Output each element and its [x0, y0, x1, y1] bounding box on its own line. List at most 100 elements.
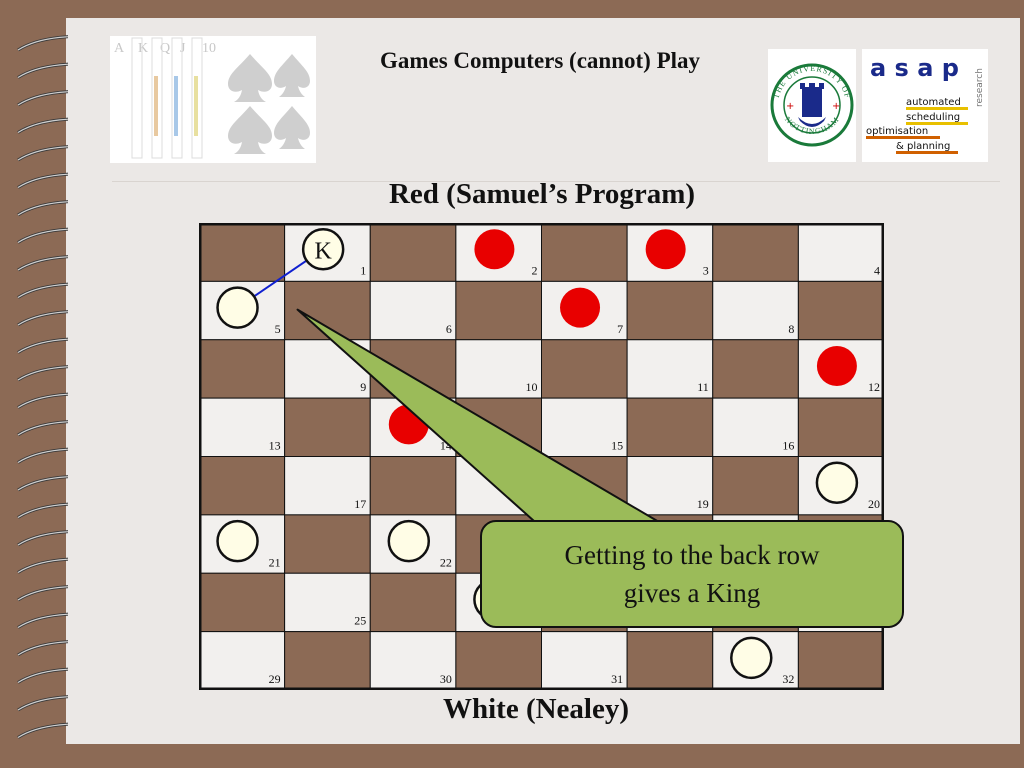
- white-player-label: White (Nealey): [442, 693, 630, 725]
- asap-research-logo: a s a p research automated scheduling op…: [862, 49, 988, 162]
- square-number: 3: [703, 263, 709, 277]
- square-number: 20: [868, 497, 880, 511]
- asap-research-text: research: [975, 68, 985, 107]
- square-number: 6: [446, 322, 452, 336]
- dark-square: [797, 397, 884, 457]
- dark-square: [797, 280, 884, 341]
- light-square: [455, 339, 542, 399]
- white-checker-piece: [216, 519, 259, 563]
- dark-square: [369, 572, 457, 633]
- dark-square: [369, 223, 457, 282]
- asap-line-planning: & planning: [896, 141, 950, 152]
- asap-wordmark: a s a p: [870, 54, 959, 82]
- dark-square: [369, 456, 457, 516]
- square-number: 19: [697, 497, 709, 511]
- left-cross-icon: +: [786, 101, 794, 112]
- card-rank-label: Q: [160, 41, 170, 56]
- dark-square: [284, 514, 371, 574]
- asap-line-optimisation: optimisation: [866, 126, 928, 137]
- square-number: 29: [269, 672, 281, 686]
- square-number: 12: [868, 380, 880, 394]
- square-number: 22: [440, 555, 452, 569]
- light-square: [369, 631, 457, 690]
- square-number: 4: [874, 263, 880, 277]
- dark-square: [541, 223, 628, 282]
- dark-square: [199, 223, 286, 282]
- red-checker-piece: [816, 346, 857, 387]
- square-number: 13: [269, 439, 281, 453]
- card-rank-label: K: [138, 41, 148, 56]
- dark-square: [712, 339, 799, 399]
- slide-title: Games Computers (cannot) Play: [379, 48, 701, 73]
- dark-square: [712, 456, 799, 516]
- card-rank-label: 10: [202, 41, 216, 56]
- red-player-label: Red (Samuel’s Program): [388, 178, 696, 210]
- header-divider: [112, 181, 1000, 182]
- asap-line-automated: automated: [906, 97, 961, 108]
- card-face-colors: [154, 76, 198, 136]
- square-number: 16: [782, 439, 794, 453]
- square-number: 21: [269, 555, 281, 569]
- square-number: 5: [275, 322, 281, 336]
- square-number: 11: [697, 380, 709, 394]
- dark-square: [797, 631, 884, 690]
- square-number: 1: [360, 263, 366, 277]
- asap-line-scheduling: scheduling: [906, 112, 960, 123]
- light-square: [199, 631, 286, 690]
- square-number: 25: [354, 614, 366, 628]
- light-square: [626, 339, 714, 399]
- square-number: 9: [360, 380, 366, 394]
- card-rank-label: A: [114, 41, 125, 56]
- callout-line-2: gives a King: [623, 578, 761, 608]
- dark-square: [284, 397, 371, 457]
- square-number: 17: [354, 497, 366, 511]
- square-number: 15: [611, 439, 623, 453]
- dark-square: [541, 339, 628, 399]
- board-border: [199, 223, 884, 690]
- dark-square: [626, 280, 714, 341]
- square-number: 31: [611, 672, 623, 686]
- dark-square: [455, 631, 542, 690]
- square-number: 32: [782, 672, 794, 686]
- light-square: [369, 280, 457, 341]
- dark-square: [712, 223, 799, 282]
- dark-square: [199, 456, 286, 516]
- light-square: [284, 456, 371, 516]
- card-edges: [131, 37, 203, 159]
- light-square: [797, 223, 884, 282]
- light-square: [541, 631, 628, 690]
- white-checker-piece: [730, 636, 773, 680]
- dark-square: [626, 397, 714, 457]
- light-square: [712, 280, 799, 341]
- light-square: [284, 572, 371, 633]
- white-checker-piece: [301, 228, 345, 271]
- cards-background: [110, 36, 316, 163]
- red-checker-piece: [474, 229, 515, 270]
- square-number: 10: [526, 380, 538, 394]
- dark-square: [199, 339, 286, 399]
- dark-square: [455, 280, 542, 341]
- white-checker-piece: [387, 519, 431, 563]
- university-of-nottingham-logo: THE UNIVERSITY OF NOTTINGHAM + +: [768, 49, 856, 162]
- red-checker-piece: [560, 287, 601, 328]
- red-checker-piece: [645, 229, 686, 270]
- dark-square: [626, 631, 714, 690]
- king-callout-box: Getting to the back row gives a King: [480, 520, 904, 628]
- square-number: 2: [532, 263, 538, 277]
- castle-crest-icon: [798, 83, 826, 127]
- square-number: 8: [788, 322, 794, 336]
- square-number: 30: [440, 672, 452, 686]
- king-marker: K: [314, 238, 332, 264]
- white-checker-piece: [815, 461, 859, 505]
- white-checker-piece: [216, 286, 259, 329]
- right-cross-icon: +: [832, 101, 840, 112]
- dark-square: [284, 631, 371, 690]
- light-square: [199, 397, 286, 457]
- square-number: 7: [617, 322, 623, 336]
- dark-square: [199, 572, 286, 633]
- spade-icon: [228, 54, 310, 154]
- card-rank-label: J: [180, 41, 186, 56]
- callout-line-1: Getting to the back row: [564, 540, 820, 570]
